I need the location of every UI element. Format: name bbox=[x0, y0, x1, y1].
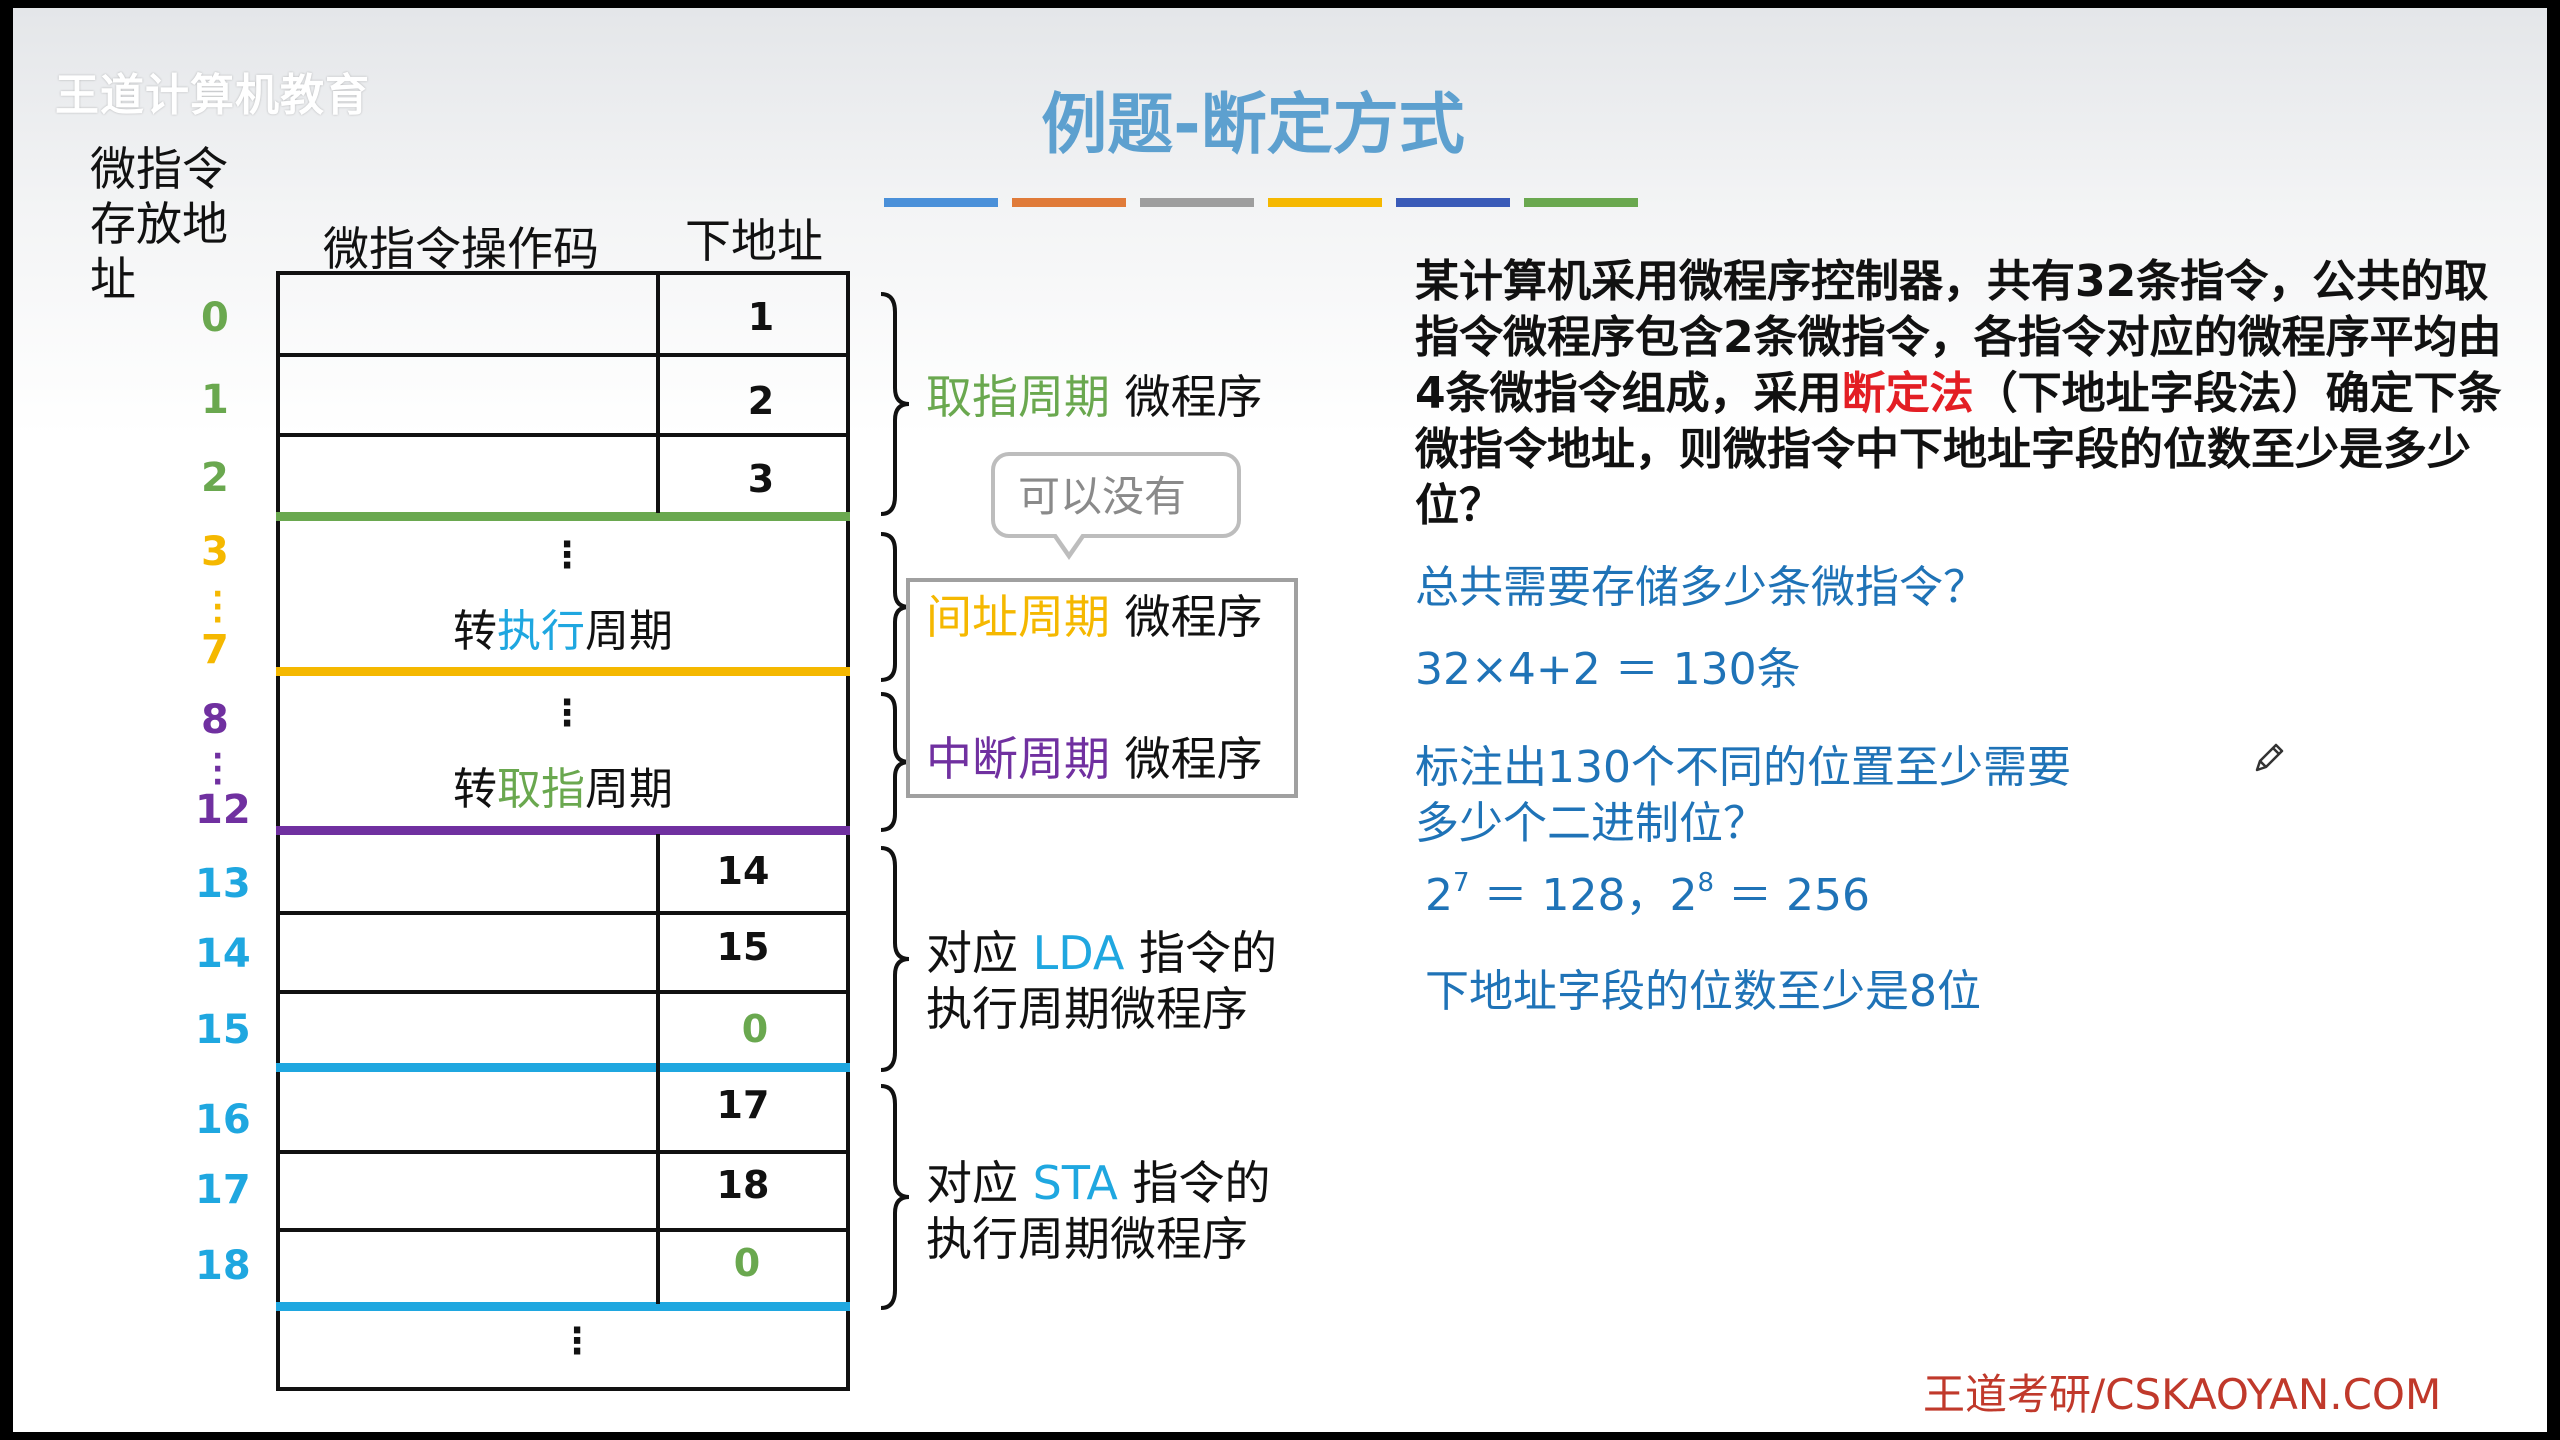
sta-microprogram-label-line2: 执行周期微程序 bbox=[926, 1212, 1248, 1266]
address-header-line-1: 微指令 bbox=[90, 142, 228, 196]
bits-question-line2: 多少个二进制位？ bbox=[1415, 798, 1767, 849]
jump-to-fetch-text: 转取指周期 bbox=[453, 764, 673, 815]
row-divider bbox=[276, 1228, 850, 1232]
address-ellipsis-8-12: · · · bbox=[212, 739, 224, 800]
indirect-microprogram-label: 间址周期 微程序 bbox=[926, 590, 1263, 644]
optional-cycles-box bbox=[906, 578, 1298, 798]
count-question: 总共需要存储多少条微指令？ bbox=[1415, 562, 1987, 613]
sta-section-divider bbox=[276, 1302, 850, 1311]
address-header-line-2: 存放地 bbox=[90, 197, 228, 251]
next-address-cell-13: 14 bbox=[716, 849, 770, 893]
bits-question-line1: 标注出130个不同的位置至少需要 bbox=[1415, 742, 2071, 793]
row-divider bbox=[276, 911, 850, 915]
address-2: 2 bbox=[201, 455, 229, 501]
final-answer: 下地址字段的位数至少是8位 bbox=[1425, 966, 1981, 1017]
jump-to-execute-text: 转执行周期 bbox=[453, 606, 673, 657]
count-calculation: 32×4+2 ＝ 130条 bbox=[1415, 644, 1801, 695]
next-address-cell-14: 15 bbox=[716, 925, 770, 969]
opcode-header: 微指令操作码 bbox=[323, 222, 599, 276]
address-14: 14 bbox=[195, 931, 251, 977]
address-16: 16 bbox=[195, 1097, 251, 1143]
ellipsis: ⋮ bbox=[559, 1321, 595, 1362]
curly-brace-icon bbox=[880, 846, 910, 1072]
accent-stripe-3 bbox=[1140, 198, 1254, 207]
address-3: 3 bbox=[201, 529, 229, 575]
next-address-header: 下地址 bbox=[685, 214, 823, 268]
lda-microprogram-label-line2: 执行周期微程序 bbox=[926, 982, 1248, 1036]
row-divider bbox=[276, 990, 850, 994]
lda-section-divider bbox=[276, 1063, 850, 1072]
callout-text: 可以没有 bbox=[1018, 472, 1187, 521]
next-address-cell-2: 3 bbox=[747, 457, 775, 501]
address-12: 12 bbox=[195, 787, 251, 833]
next-address-cell-0: 1 bbox=[747, 295, 775, 339]
callout-tail-inner bbox=[1055, 532, 1083, 552]
callout-bubble bbox=[991, 452, 1241, 538]
ellipsis: ⋮ bbox=[549, 535, 585, 576]
next-address-cell-17: 18 bbox=[716, 1163, 770, 1207]
address-17: 17 bbox=[195, 1167, 251, 1213]
next-address-cell-15: 0 bbox=[741, 1007, 769, 1051]
address-13: 13 bbox=[195, 861, 251, 907]
row-divider bbox=[276, 1150, 850, 1154]
row-divider bbox=[276, 433, 850, 437]
fetch-section-divider bbox=[276, 512, 850, 521]
indirect-section-divider bbox=[276, 667, 850, 676]
interrupt-section-divider bbox=[276, 826, 850, 835]
slide-title: 例题-断定方式 bbox=[1041, 86, 1465, 163]
next-address-cell-1: 2 bbox=[747, 379, 775, 423]
column-divider bbox=[656, 273, 660, 513]
address-header-line-3: 址 bbox=[90, 252, 136, 306]
pencil-icon[interactable] bbox=[2251, 740, 2287, 776]
question-text: 某计算机采用微程序控制器，共有32条指令，公共的取指令微程序包含2条微指令，各指… bbox=[1415, 256, 2502, 531]
address-18: 18 bbox=[195, 1243, 251, 1289]
column-divider bbox=[656, 834, 660, 1304]
next-address-cell-16: 17 bbox=[716, 1083, 770, 1127]
address-1: 1 bbox=[201, 377, 229, 423]
powers-of-two: 27 ＝ 128，28 ＝ 256 bbox=[1425, 868, 1871, 921]
accent-stripe-6 bbox=[1524, 198, 1638, 207]
accent-stripe-4 bbox=[1268, 198, 1382, 207]
curly-brace-icon bbox=[880, 1084, 910, 1310]
address-15: 15 bbox=[195, 1007, 251, 1053]
lda-microprogram-label: 对应 LDA 指令的 bbox=[926, 926, 1277, 980]
ellipsis: ⋮ bbox=[549, 693, 585, 734]
accent-stripe-2 bbox=[1012, 198, 1126, 207]
interrupt-microprogram-label: 中断周期 微程序 bbox=[926, 732, 1263, 786]
address-8: 8 bbox=[201, 697, 229, 743]
fetch-microprogram-label: 取指周期 微程序 bbox=[926, 370, 1263, 424]
address-ellipsis-3-7: · · · bbox=[212, 577, 224, 638]
next-address-cell-18: 0 bbox=[733, 1241, 761, 1285]
curly-brace-icon bbox=[880, 292, 910, 516]
accent-stripe-1 bbox=[884, 198, 998, 207]
sta-microprogram-label: 对应 STA 指令的 bbox=[926, 1156, 1271, 1210]
row-divider bbox=[276, 353, 850, 357]
address-0: 0 bbox=[201, 295, 229, 341]
accent-stripe-5 bbox=[1396, 198, 1510, 207]
address-7: 7 bbox=[201, 627, 229, 673]
footer-brand: 王道考研/CSKAOYAN.COM bbox=[1923, 1370, 2442, 1419]
brand-logo: 王道计算机教育 bbox=[55, 70, 370, 121]
slide: 王道计算机教育 例题-断定方式 微指令 存放地 址 微指令操作码 下地址 0 1… bbox=[13, 8, 2547, 1432]
